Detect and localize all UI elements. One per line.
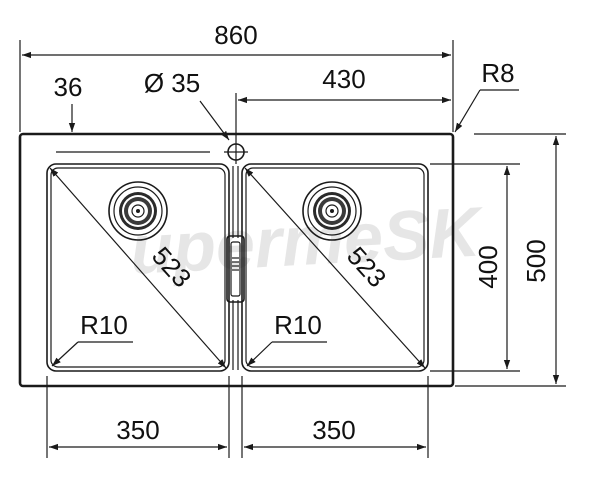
dim-label-500: 500 bbox=[521, 239, 551, 282]
dim-tap-hole-diameter: Ø 35 bbox=[144, 68, 230, 141]
dim-left-bowl-width: 350 bbox=[46, 376, 230, 458]
dim-label-r10-right: R10 bbox=[274, 310, 322, 340]
overflow-slot bbox=[226, 235, 245, 303]
dim-half-width: 430 bbox=[235, 64, 451, 140]
dim-left-bowl-radius: R10 bbox=[51, 310, 133, 367]
dim-bowl-depth: 400 bbox=[430, 163, 520, 372]
tap-hole bbox=[224, 140, 248, 164]
dim-label-r10-left: R10 bbox=[80, 310, 128, 340]
left-bowl bbox=[46, 163, 230, 372]
right-bowl bbox=[241, 163, 429, 372]
dim-label-430: 430 bbox=[322, 64, 365, 94]
dim-label-36: 36 bbox=[54, 72, 83, 102]
dim-right-bowl-radius: R10 bbox=[246, 310, 327, 367]
dim-tap-hole-offset: 36 bbox=[54, 72, 210, 153]
dim-outer-radius: R8 bbox=[454, 58, 519, 133]
dim-right-bowl-width: 350 bbox=[241, 376, 429, 458]
dim-overall-width: 860 bbox=[19, 20, 454, 132]
dim-label-400: 400 bbox=[473, 245, 503, 288]
dim-label-350-left: 350 bbox=[116, 415, 159, 445]
dim-label-860: 860 bbox=[214, 20, 257, 50]
dim-label-350-right: 350 bbox=[312, 415, 355, 445]
dim-label-d35: Ø 35 bbox=[144, 68, 200, 98]
dim-overall-depth: 500 bbox=[455, 133, 566, 387]
dim-label-r8: R8 bbox=[481, 58, 514, 88]
